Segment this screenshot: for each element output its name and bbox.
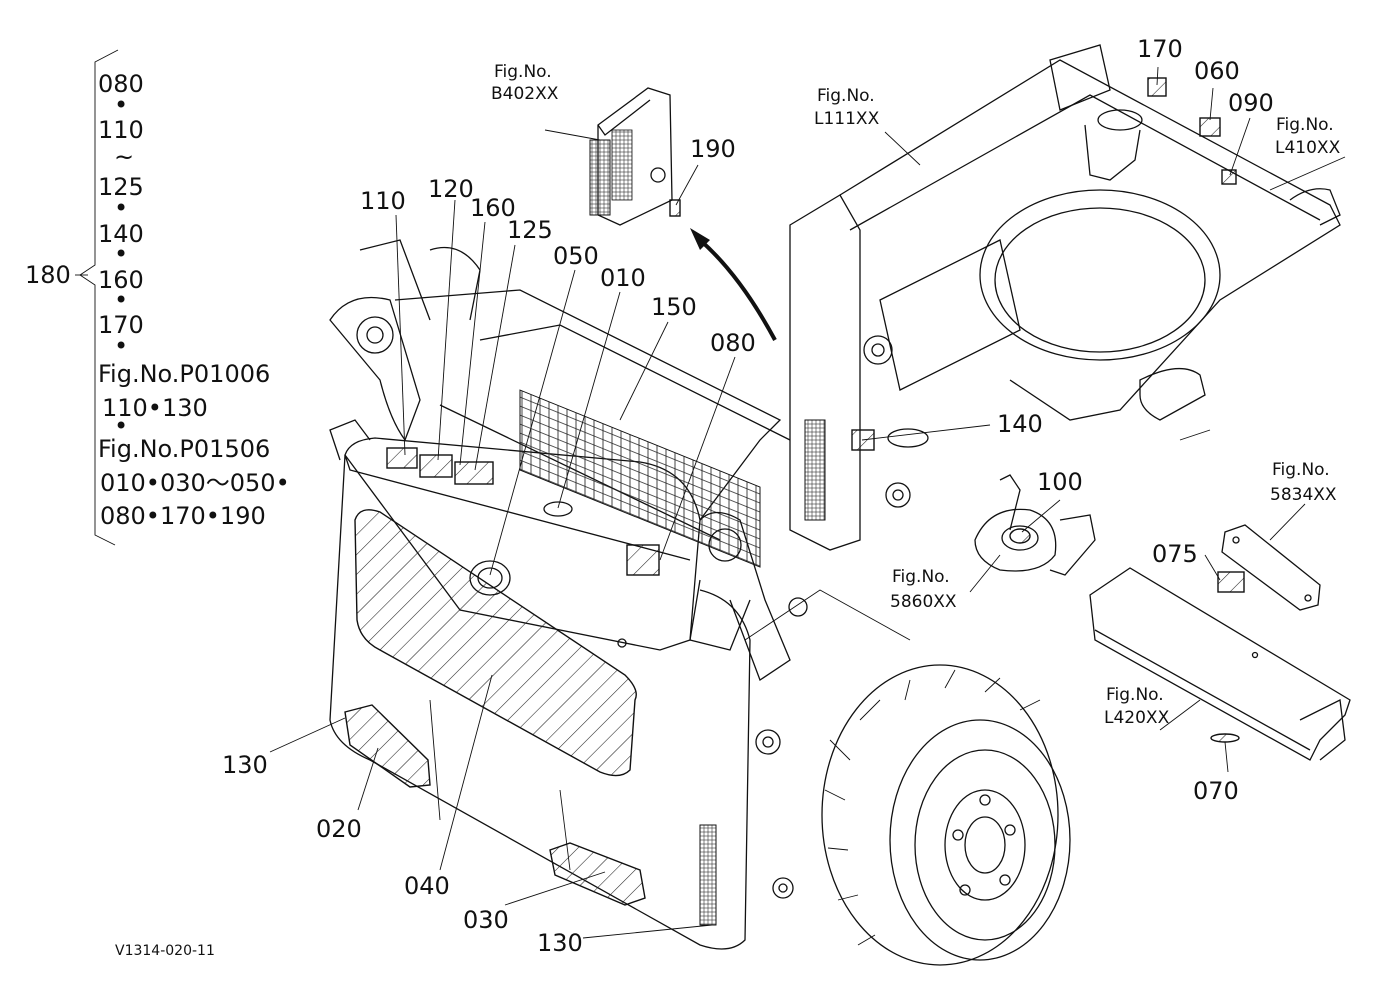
direction-arrow	[690, 228, 777, 341]
callout-020: 020	[316, 815, 362, 843]
bracket-line: 110	[98, 116, 144, 144]
fig-ref-label: Fig.No.	[892, 567, 950, 587]
callout-170: 170	[1137, 35, 1183, 63]
callout-080: 080	[710, 329, 756, 357]
callout-070: 070	[1193, 777, 1239, 805]
fig-ref-label: Fig.No.	[1272, 460, 1330, 480]
bracket-line: 160	[98, 266, 144, 294]
part-callouts: 170 060 090 190 110 120 160 125 050 010 …	[222, 35, 1274, 957]
fig-ref-label: Fig.No.	[1276, 115, 1334, 135]
bracket-line: ~	[114, 143, 134, 171]
fig-ref-label: Fig.No.	[1106, 685, 1164, 705]
bracket-line: 170	[98, 311, 144, 339]
fig-ref-code: 5860XX	[890, 592, 957, 612]
bracket-line: 080	[98, 70, 144, 98]
horn	[974, 474, 1096, 576]
callout-190: 190	[690, 135, 736, 163]
callout-130: 130	[222, 751, 268, 779]
callout-130: 130	[537, 929, 583, 957]
figure-references: Fig.No. B402XX Fig.No. L111XX Fig.No. L4…	[491, 62, 1341, 728]
bracket-line: 140	[98, 220, 144, 248]
bracket-line: Fig.No.P01006	[98, 360, 270, 388]
bracket-line: 080•170•190	[100, 502, 266, 530]
callout-110: 110	[360, 187, 406, 215]
machine-body	[329, 239, 911, 950]
callout-150: 150	[651, 293, 697, 321]
fig-ref-code: 5834XX	[1270, 485, 1337, 505]
bracket-line: •	[114, 332, 128, 360]
bracket-list: 180 080 • 110 ~ 125 • 140 • 160 • 170 • …	[25, 70, 290, 530]
fig-ref-code: L111XX	[814, 109, 880, 129]
callout-125: 125	[507, 216, 553, 244]
callout-140: 140	[997, 410, 1043, 438]
bracket-line: •	[114, 240, 128, 268]
callout-030: 030	[463, 906, 509, 934]
fig-ref-code: L420XX	[1104, 708, 1170, 728]
bracket-line: •	[114, 412, 128, 440]
fig-ref-code: B402XX	[491, 84, 559, 104]
callout-075: 075	[1152, 540, 1198, 568]
diagram-code: V1314-020-11	[115, 943, 215, 959]
leader-lines	[75, 49, 1346, 939]
control-unit	[589, 87, 681, 226]
bracket-line: 010•030～050•	[100, 469, 290, 497]
bottom-cover	[1089, 567, 1351, 761]
bracket-line: •	[114, 194, 128, 222]
fig-ref-code: L410XX	[1275, 138, 1341, 158]
fig-ref-label: Fig.No.	[494, 62, 552, 82]
callout-090: 090	[1228, 89, 1274, 117]
callout-100: 100	[1037, 468, 1083, 496]
bracket-number: 180	[25, 261, 71, 289]
bracket-line: •	[114, 91, 128, 119]
fig-ref-label: Fig.No.	[817, 86, 875, 106]
bracket-line: •	[114, 286, 128, 314]
wheel	[821, 664, 1071, 966]
callout-120: 120	[428, 175, 474, 203]
callout-040: 040	[404, 872, 450, 900]
bracket-line: Fig.No.P01506	[98, 435, 270, 463]
callout-050: 050	[553, 242, 599, 270]
callout-010: 010	[600, 264, 646, 292]
callout-160: 160	[470, 194, 516, 222]
bracket-line: 125	[98, 173, 144, 201]
bracket-plate	[1217, 524, 1321, 611]
callout-060: 060	[1194, 57, 1240, 85]
bracket-line: 110•130	[102, 394, 208, 422]
